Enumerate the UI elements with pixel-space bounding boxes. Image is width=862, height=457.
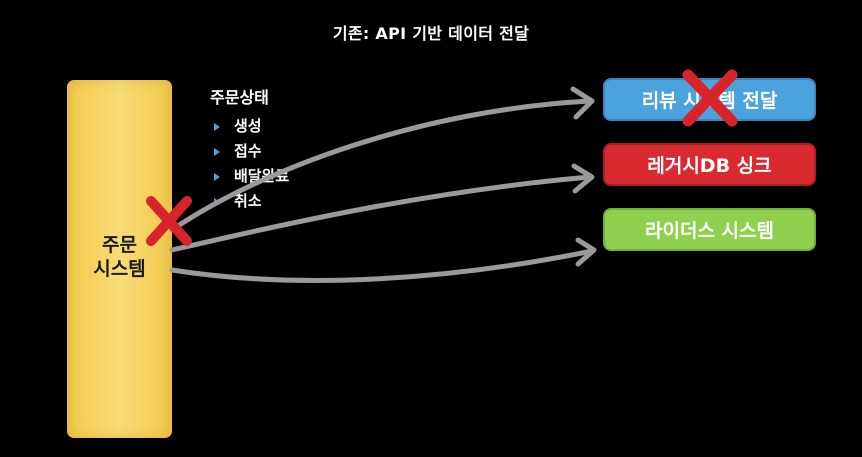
triangle-bullet-icon	[214, 147, 220, 156]
triangle-bullet-icon	[214, 172, 220, 181]
status-item-created: 생성	[210, 114, 289, 139]
order-status-heading: 주문상태	[210, 88, 269, 107]
status-item-label: 생성	[234, 117, 262, 135]
arrow-to-review-system	[169, 98, 593, 233]
order-system-label: 주문 시스템	[67, 233, 172, 281]
slide-title: 기존: API 기반 데이터 전달	[332, 24, 530, 43]
arrow-to-riders-system	[169, 248, 595, 283]
order-system-label-line2: 시스템	[93, 258, 146, 280]
arrow-head-legacy-db	[571, 163, 595, 194]
target-riders-system: 라이더스 시스템	[603, 208, 816, 251]
target-review-system: 리뷰 시스템 전달	[603, 78, 816, 121]
arrow-head-riders-system	[575, 237, 597, 267]
x-mark-icon	[146, 196, 192, 246]
order-system-label-line1: 주문	[102, 234, 137, 256]
status-item-accepted: 접수	[210, 139, 289, 164]
order-status-list: 생성 접수 배달완료 취소	[210, 114, 289, 214]
arrow-head-review-system	[570, 86, 595, 120]
status-item-label: 취소	[234, 192, 262, 210]
status-item-delivered: 배달완료	[210, 164, 289, 189]
target-legacy-db-sync: 레거시DB 싱크	[603, 143, 816, 186]
status-item-label: 배달완료	[234, 167, 290, 185]
order-status-block: 주문상태 생성 접수 배달완료 취소	[210, 84, 289, 214]
x-mark-icon	[682, 69, 738, 127]
status-item-label: 접수	[234, 142, 262, 160]
arrow-to-legacy-db	[169, 174, 593, 253]
order-system-box	[67, 80, 172, 438]
triangle-bullet-icon	[214, 122, 220, 131]
